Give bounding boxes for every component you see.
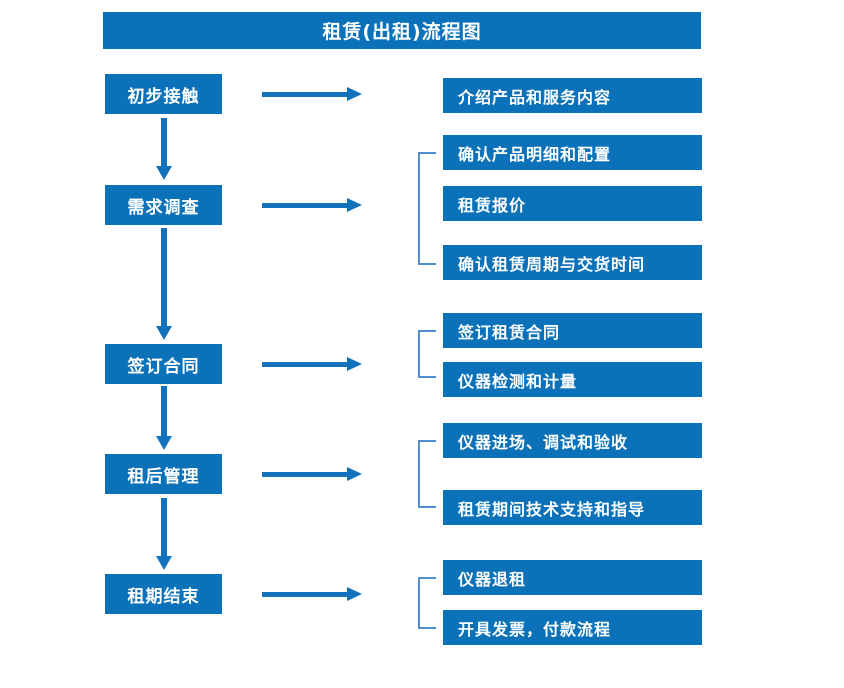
detail-box-2-3[interactable]: 确认租赁周期与交货时间 [443,245,702,280]
group-bracket-stage4 [418,440,436,508]
arrow-head [347,198,362,212]
arrow-shaft [262,472,348,477]
arrow-shaft [161,118,167,166]
detail-box-3-1[interactable]: 签订租赁合同 [443,313,702,348]
arrow-head [156,326,172,340]
horizontal-arrow-stage3 [262,357,362,371]
group-bracket-stage5 [418,577,436,629]
arrow-shaft [262,592,348,597]
vertical-arrow-stage3-stage4 [156,386,172,450]
arrow-head [347,587,362,601]
arrow-head [156,556,172,570]
arrow-shaft [262,362,348,367]
detail-box-5-2[interactable]: 开具发票，付款流程 [443,610,702,645]
stage-box-1[interactable]: 初步接触 [105,74,222,114]
vertical-arrow-stage2-stage3 [156,228,172,340]
detail-box-4-1[interactable]: 仪器进场、调试和验收 [443,423,702,458]
arrow-head [156,166,172,180]
detail-box-1-1[interactable]: 介绍产品和服务内容 [443,78,702,113]
horizontal-arrow-stage2 [262,198,362,212]
arrow-head [347,467,362,481]
detail-box-5-1[interactable]: 仪器退租 [443,560,702,595]
arrow-head [347,357,362,371]
arrow-head [156,436,172,450]
horizontal-arrow-stage4 [262,467,362,481]
diagram-title: 租赁(出租)流程图 [103,12,701,49]
arrow-shaft [262,203,348,208]
detail-box-2-2[interactable]: 租赁报价 [443,186,702,221]
arrow-shaft [262,92,348,97]
detail-box-2-1[interactable]: 确认产品明细和配置 [443,135,702,170]
group-bracket-stage2 [418,152,436,265]
vertical-arrow-stage1-stage2 [156,118,172,180]
group-bracket-stage3 [418,330,436,378]
vertical-arrow-stage4-stage5 [156,498,172,570]
arrow-shaft [161,386,167,436]
stage-box-5[interactable]: 租期结束 [105,574,222,614]
stage-box-4[interactable]: 租后管理 [105,454,222,494]
stage-box-2[interactable]: 需求调查 [105,185,222,225]
horizontal-arrow-stage5 [262,587,362,601]
arrow-head [347,87,362,101]
arrow-shaft [161,498,167,556]
arrow-shaft [161,228,167,326]
horizontal-arrow-stage1 [262,87,362,101]
stage-box-3[interactable]: 签订合同 [105,344,222,384]
detail-box-3-2[interactable]: 仪器检测和计量 [443,362,702,397]
detail-box-4-2[interactable]: 租赁期间技术支持和指导 [443,490,702,525]
